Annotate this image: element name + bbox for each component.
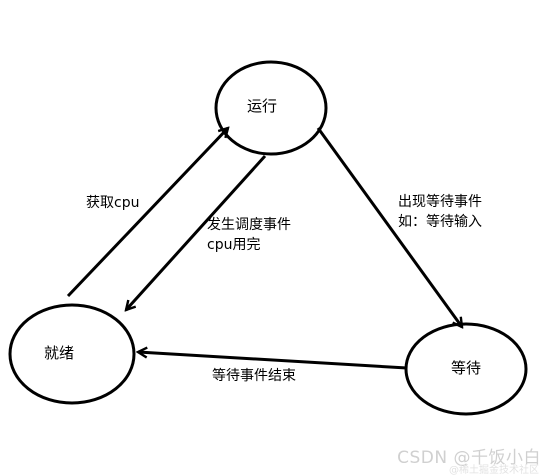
- juejin-watermark: @稀土掘金技术社区: [449, 465, 539, 476]
- edge-running-to-ready: [126, 154, 267, 310]
- edge-waiting-to-ready: [138, 352, 408, 370]
- schedule-event-label-line1: 发生调度事件: [207, 217, 291, 233]
- wait-event-label-line1: 出现等待事件: [398, 193, 482, 210]
- csdn-watermark: CSDN @千饭小白: [397, 448, 541, 468]
- edge-running-to-waiting: [316, 127, 462, 327]
- edge-ready-to-running: [66, 128, 228, 298]
- ready-state-label: 就绪: [44, 344, 74, 362]
- schedule-event-label-line2: cpu用完: [207, 237, 260, 253]
- ready-state-node: [8, 303, 136, 405]
- waiting-state-label: 等待: [451, 359, 481, 377]
- wait-event-label-line2: 如：等待输入: [398, 213, 482, 230]
- running-state-node: [214, 60, 328, 156]
- get-cpu-label: 获取cpu: [86, 195, 139, 211]
- running-state-label: 运行: [247, 97, 277, 115]
- wait-end-label: 等待事件结束: [212, 367, 296, 384]
